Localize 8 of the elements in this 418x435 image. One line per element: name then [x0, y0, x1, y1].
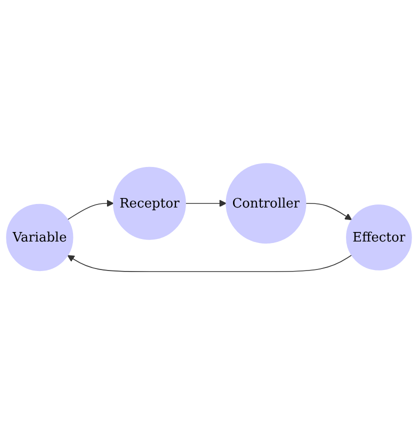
- arrow: [67, 200, 114, 220]
- node-circle: Effector: [346, 204, 412, 270]
- arrow: [305, 202, 352, 220]
- node-circle: Controller: [226, 163, 306, 244]
- arrow: [67, 254, 352, 272]
- arrow: [185, 200, 226, 207]
- node-circle: Variable: [6, 204, 74, 271]
- node-circle: Receptor: [113, 166, 186, 240]
